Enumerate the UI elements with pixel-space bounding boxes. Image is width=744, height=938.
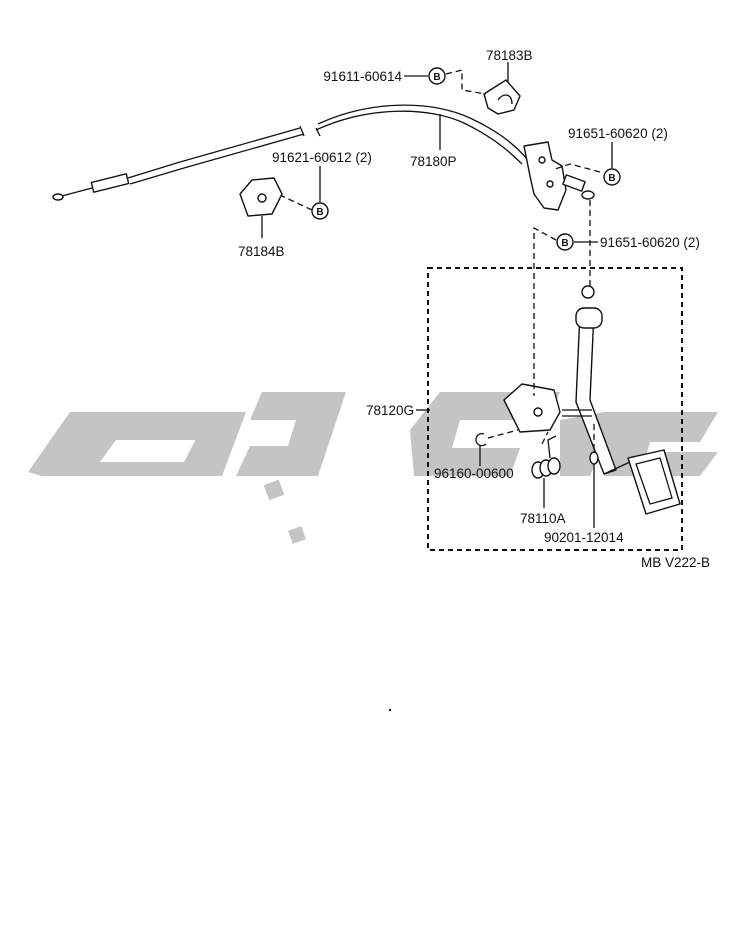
label-96160-00600: 96160-00600 (434, 466, 514, 481)
cable-outer-upper (317, 104, 529, 161)
pedal-stopper-cushion (575, 307, 603, 329)
callout-91621: B (311, 202, 329, 220)
cable-break-1 (299, 125, 305, 137)
label-drawing-code: MB V222-B (641, 555, 710, 570)
label-78184B: 78184B (238, 244, 285, 259)
clamp-78184B (239, 177, 283, 238)
spring-coil-3 (547, 457, 561, 475)
callout-code-91651-a: B (608, 173, 615, 184)
return-spring-78110A (531, 435, 561, 479)
relation-lines (281, 69, 601, 450)
watermark-dot-2 (288, 526, 306, 544)
spring-arm (547, 435, 557, 459)
callout-91611: B (428, 67, 446, 85)
watermark-stroke-2 (236, 392, 346, 476)
label-78183B: 78183B (486, 48, 533, 63)
watermark-stroke-1 (28, 412, 246, 476)
clamp-78183B-body (483, 79, 521, 115)
rel-91621-to-78184B (281, 195, 313, 211)
e-ring-96160 (475, 432, 487, 447)
pedal-pad-inner (635, 457, 673, 505)
scan-speck (388, 708, 392, 712)
callout-code-91611: B (433, 72, 440, 83)
cable-bracket (523, 141, 586, 211)
label-91651-60620-upper: 91651-60620 (2) (568, 126, 668, 141)
cable-outer-lower (127, 127, 301, 179)
callout-code-91621: B (316, 207, 323, 218)
label-91611-60614: 91611-60614 (323, 69, 402, 84)
label-91651-60620-lower: 91651-60620 (2) (600, 235, 700, 250)
cable-end-nipple (52, 193, 64, 201)
cable-outer-lower-2 (129, 133, 305, 185)
e-ring-shape (475, 432, 487, 447)
label-78180P: 78180P (410, 154, 457, 169)
callout-91651-b: B (556, 233, 574, 251)
rel-91611-to-78183B (445, 69, 487, 95)
label-90201-12014: 90201-12014 (544, 530, 624, 545)
rel-spring-to-bracket (541, 431, 549, 445)
bushing-shape (589, 451, 599, 465)
pedal-arm-to-pad (603, 461, 631, 475)
callout-circle-91651-a (603, 168, 621, 186)
clamp-78183B-hook (497, 94, 513, 105)
pedal-assembly-frame (427, 267, 683, 551)
callout-circle-91611 (428, 67, 446, 85)
callout-circle-91621 (311, 202, 329, 220)
bushing-90201 (589, 451, 599, 465)
pedal-pad (627, 449, 681, 515)
cable-pedal-end-nipple (581, 190, 595, 200)
accelerator-pedal (575, 285, 681, 515)
watermark-dot-1 (263, 479, 285, 501)
label-78110A: 78110A (520, 511, 566, 526)
bracket-hole-1 (538, 156, 546, 164)
rel-e-ring-to-bracket (487, 429, 519, 439)
callout-91651-a: B (603, 168, 621, 186)
cable-inner-wire (61, 187, 93, 197)
bracket-hole-2 (546, 180, 554, 188)
rel-91651a-to-bracket (551, 163, 601, 173)
pedal-cable-eye (581, 285, 595, 299)
cable-adjuster (562, 174, 586, 192)
callout-code-91651-b: B (561, 238, 568, 249)
pedal-bracket-78120G (503, 383, 592, 433)
rel-91651b-to-bracket (533, 226, 557, 396)
label-78120G: 78120G (366, 403, 414, 418)
cable-end-fitting (90, 173, 130, 193)
cable-outer-upper-2 (315, 110, 523, 165)
clamp-78183B (483, 62, 521, 115)
clamp-78184B-hole (257, 193, 267, 203)
pedal-bracket-body (503, 383, 561, 433)
label-91621-60612: 91621-60612 (2) (272, 150, 372, 165)
pedal-bracket-hole (533, 407, 543, 417)
bracket-78180-body (523, 141, 567, 211)
callout-circle-91651-b (556, 233, 574, 251)
cable-break-2 (315, 127, 321, 137)
leader-lines (319, 75, 613, 528)
